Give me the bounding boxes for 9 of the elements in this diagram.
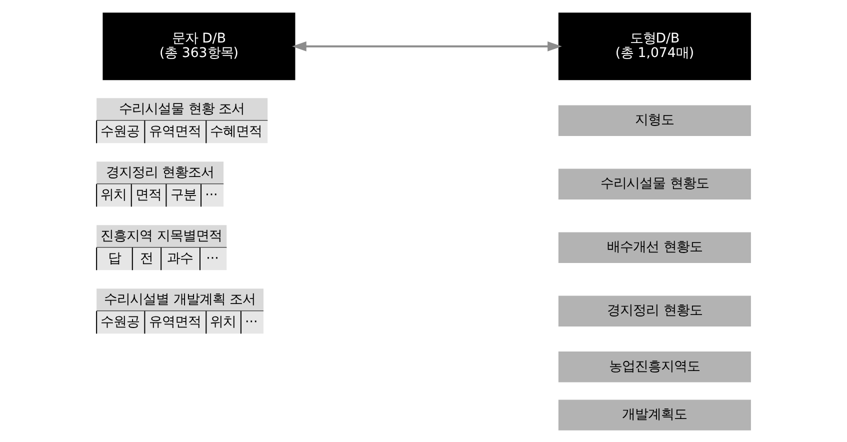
node-box: 농업진흥지역도 [558, 351, 751, 382]
node-box: 도형D/B (총 1,074매) [558, 12, 751, 80]
node-box: 경지정리 현황도 [558, 295, 751, 326]
node-box: 지형도 [558, 104, 751, 136]
node-box: 수리시설물 현황도 [558, 168, 751, 199]
node-box: 문자 D/B (총 363항목) [102, 12, 296, 80]
arrow [292, 40, 562, 51]
node-box: 배수개선 현황도 [558, 232, 751, 262]
node-box: 개발계획도 [558, 399, 751, 430]
